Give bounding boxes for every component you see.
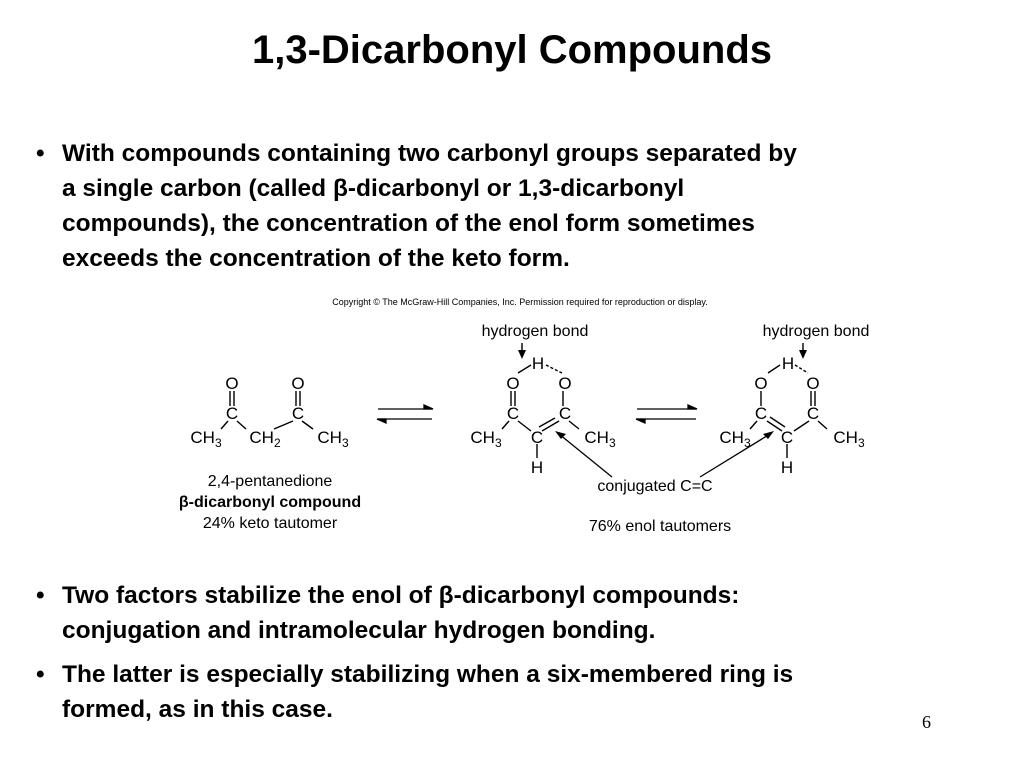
- bullet-3: • The latter is especially stabilizing w…: [36, 657, 1002, 727]
- bullet-line: exceeds the concentration of the keto fo…: [62, 245, 570, 272]
- atom-c: C: [781, 428, 793, 447]
- hydrogen-bond-label: hydrogen bond: [482, 323, 589, 340]
- keto-class: β-dicarbonyl compound: [179, 494, 361, 511]
- arrow-head: [518, 350, 526, 359]
- atom-c: C: [507, 404, 519, 423]
- atom-o: O: [506, 374, 519, 393]
- atom-o: O: [225, 374, 238, 393]
- atom-o: O: [754, 374, 767, 393]
- conjugated-label: conjugated C=C: [597, 478, 712, 495]
- group-ch3: CH3: [190, 428, 222, 450]
- group-ch3: CH3: [470, 428, 502, 450]
- bullet-line: formed, as in this case.: [62, 696, 333, 723]
- atom-o: O: [806, 374, 819, 393]
- bullet-line: With compounds containing two carbonyl g…: [62, 140, 797, 167]
- group-ch3: CH3: [719, 428, 751, 450]
- copyright-notice: Copyright © The McGraw-Hill Companies, I…: [332, 297, 707, 307]
- bullet-marker: •: [36, 582, 45, 609]
- pointer-arrows: [558, 433, 771, 478]
- page-number: 6: [922, 712, 931, 732]
- bullet-line: conjugation and intramolecular hydrogen …: [62, 617, 656, 644]
- atom-h: H: [531, 458, 543, 477]
- keto-percent: 24% keto tautomer: [203, 515, 338, 532]
- bullet-line: The latter is especially stabilizing whe…: [62, 661, 794, 688]
- atom-c: C: [559, 404, 571, 423]
- slide-title: 1,3-Dicarbonyl Compounds: [251, 28, 773, 72]
- bullet-line: Two factors stabilize the enol of β-dica…: [62, 582, 740, 609]
- atom-c: C: [226, 404, 238, 423]
- equilibrium-arrow: [635, 403, 698, 425]
- bullet-line: compounds), the concentration of the eno…: [62, 210, 755, 237]
- atom-c: C: [807, 404, 819, 423]
- keto-structure: [220, 391, 314, 430]
- bullet-2: • Two factors stabilize the enol of β-di…: [36, 578, 1002, 648]
- group-ch2: CH2: [249, 428, 281, 450]
- group-ch3: CH3: [584, 428, 616, 450]
- atom-c: C: [755, 404, 767, 423]
- arrow-head: [555, 431, 566, 439]
- bullet-marker: •: [36, 661, 45, 688]
- atom-c: C: [531, 428, 543, 447]
- enol-structure-1: [501, 343, 580, 458]
- atom-h: H: [781, 458, 793, 477]
- atom-h: H: [532, 354, 544, 373]
- arrow-head: [799, 350, 807, 359]
- bullet-line: a single carbon (called β-dicarbonyl or …: [62, 175, 685, 202]
- equilibrium-arrow: [376, 403, 434, 425]
- tautomer-diagram: Copyright © The McGraw-Hill Companies, I…: [179, 297, 870, 535]
- enol-percent: 76% enol tautomers: [589, 518, 731, 535]
- atom-c: C: [292, 404, 304, 423]
- arrow-head: [763, 431, 774, 439]
- hydrogen-bond-label: hydrogen bond: [763, 323, 870, 340]
- atom-o: O: [291, 374, 304, 393]
- atom-o: O: [558, 374, 571, 393]
- group-ch3: CH3: [833, 428, 865, 450]
- group-ch3: CH3: [317, 428, 349, 450]
- atom-h: H: [782, 354, 794, 373]
- enol-structure-2: [749, 343, 828, 458]
- bullet-1: • With compounds containing two carbonyl…: [36, 136, 1002, 276]
- keto-name: 2,4-pentanedione: [208, 473, 333, 490]
- tautomer-figure: Copyright © The McGraw-Hill Companies, I…: [150, 293, 890, 538]
- bullet-marker: •: [36, 140, 45, 167]
